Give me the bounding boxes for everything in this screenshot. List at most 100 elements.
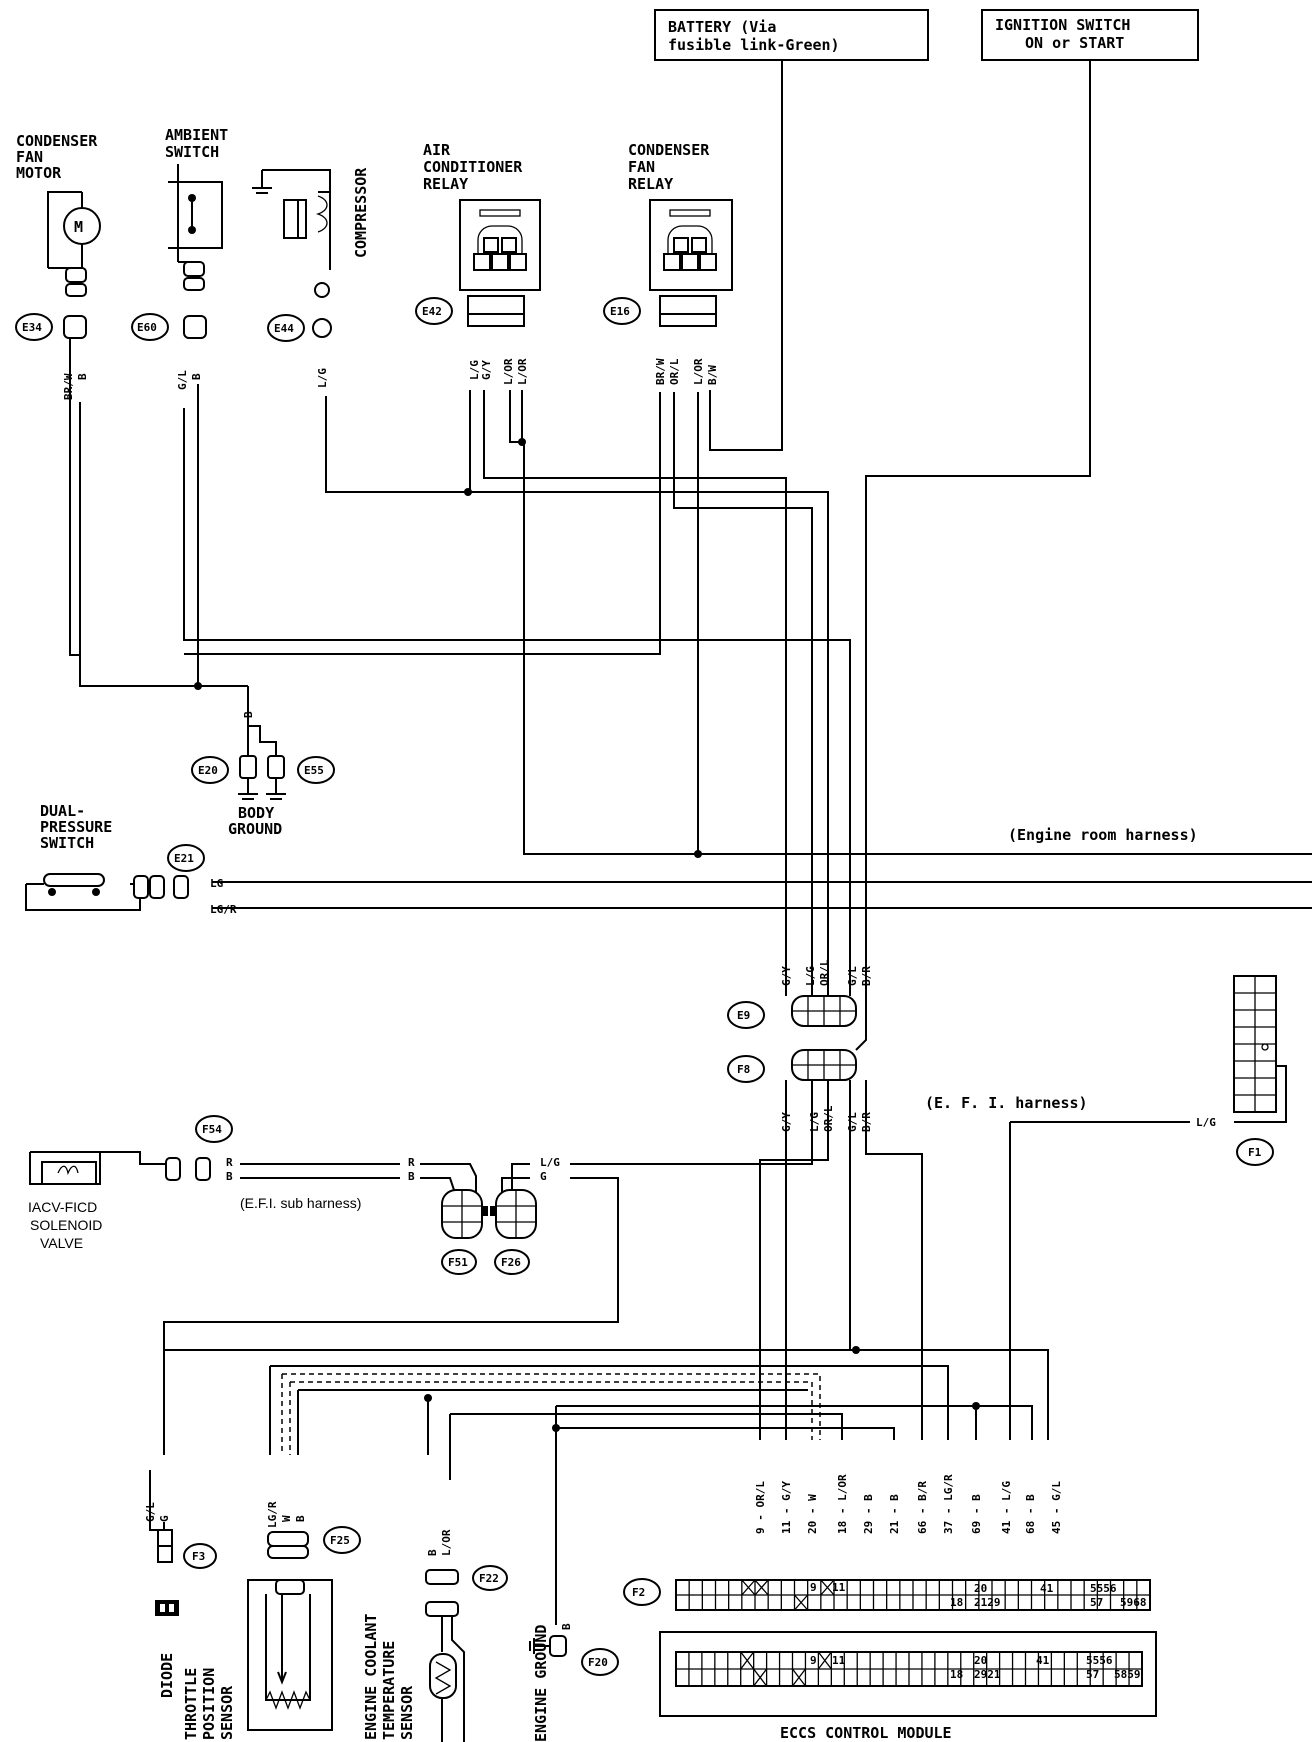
wire-f22-1: B (426, 1549, 439, 1556)
svg-text:ON or START: ON or START (1025, 34, 1124, 52)
connector-f51: F51 (441, 1189, 488, 1275)
wire-labels-e9: G/Y L/G OR/L G/L B/R (780, 959, 873, 986)
svg-text:20 - W: 20 - W (806, 1494, 819, 1534)
f2-pin-57: 57 (1090, 1596, 1103, 1609)
coolant-sensor (429, 1616, 465, 1742)
condenser-fan-motor: M (47, 191, 101, 297)
svg-text:CONDENSER: CONDENSER (628, 141, 710, 159)
wire-e44: L/G (316, 368, 329, 388)
ambient-switch-label: AMBIENT SWITCH (165, 126, 228, 161)
ground-wire-label: B (242, 711, 255, 718)
wire-e42-3: L/OR (502, 358, 515, 385)
svg-text:F3: F3 (192, 1550, 205, 1563)
f2-pin-2129: 2129 (974, 1596, 1001, 1609)
svg-text:FAN: FAN (16, 148, 43, 166)
svg-text:CONDITIONER: CONDITIONER (423, 158, 523, 176)
svg-text:SOLENOID: SOLENOID (30, 1217, 102, 1233)
wire-f22-2: L/OR (440, 1529, 453, 1556)
connector-e44: E44 (267, 314, 332, 342)
svg-text:45 - G/L: 45 - G/L (1050, 1481, 1063, 1534)
ambient-switch (168, 164, 223, 291)
svg-text:POSITION: POSITION (200, 1668, 218, 1740)
wire-e21-lgr: LG/R (210, 903, 237, 916)
f2-pin-20: 20 (974, 1582, 987, 1595)
dual-pressure-switch-label: DUAL- PRESSURE SWITCH (40, 802, 112, 852)
svg-text:IACV-FICD: IACV-FICD (28, 1199, 97, 1215)
svg-text:AIR: AIR (423, 141, 451, 159)
dual-pressure-switch (25, 873, 165, 911)
svg-text:F20: F20 (588, 1656, 608, 1669)
condenser-fan-relay-label: CONDENSER FAN RELAY (628, 141, 710, 193)
svg-text:MOTOR: MOTOR (16, 164, 62, 182)
svg-text:9 - OR/L: 9 - OR/L (754, 1481, 767, 1534)
svg-text:SWITCH: SWITCH (165, 143, 219, 161)
connector-e16: E16 (603, 295, 717, 327)
wire-labels-f8: G/Y L/G OR/L G/L B/R (780, 1105, 873, 1132)
eccs-pin-9: 9 (810, 1654, 817, 1667)
svg-text:IGNITION SWITCH: IGNITION SWITCH (995, 16, 1130, 34)
wire-f20: B (560, 1623, 573, 1630)
svg-text:29 - B: 29 - B (862, 1494, 875, 1534)
svg-text:F26: F26 (501, 1256, 521, 1269)
engine-room-harness-label: (Engine room harness) (1008, 826, 1198, 844)
svg-text:F2: F2 (632, 1586, 645, 1599)
wire-e34-1: BR/W (62, 373, 75, 400)
wire-sub-right-lg: L/G (540, 1156, 560, 1169)
eccs-pin-labels: 9 - OR/L 11 - G/Y 20 - W 18 - L/OR 29 - … (754, 1474, 1063, 1534)
efi-sub-harness-label: (E.F.I. sub harness) (240, 1195, 361, 1211)
wire-e60-1: G/L (176, 370, 189, 390)
wire-e16-2: OR/L (668, 358, 681, 385)
wire-e60-2: B (190, 373, 203, 380)
eccs-pin-20: 20 (974, 1654, 987, 1667)
compressor-symbol (252, 169, 331, 298)
body-ground-label: BODY GROUND (228, 804, 282, 838)
svg-text:VALVE: VALVE (40, 1235, 83, 1251)
svg-text:ENGINE COOLANT: ENGINE COOLANT (362, 1614, 380, 1740)
wiring-sub-harness (163, 1110, 813, 1455)
wire-e21-lg: LG (210, 877, 224, 890)
wiring-top (69, 60, 1312, 930)
connector-f25: F25 (267, 1526, 361, 1559)
eccs-pin-11: 11 (832, 1654, 846, 1667)
svg-text:fusible link-Green): fusible link-Green) (668, 36, 840, 54)
svg-text:F22: F22 (479, 1572, 499, 1585)
connector-e42: E42 (415, 295, 525, 327)
svg-text:SWITCH: SWITCH (40, 834, 94, 852)
svg-text:GROUND: GROUND (228, 820, 282, 838)
svg-text:F25: F25 (330, 1534, 350, 1547)
connector-f22: F22 (425, 1565, 508, 1617)
svg-text:CONDENSER: CONDENSER (16, 132, 98, 150)
engine-ground-label: ENGINE GROUND (532, 1625, 550, 1742)
wiring-e9-f8 (785, 930, 867, 1120)
connector-e55: E55 (297, 756, 335, 784)
svg-text:FAN: FAN (628, 158, 655, 176)
f2-pin-5968: 5968 (1120, 1596, 1147, 1609)
ignition-switch-box: IGNITION SWITCH ON or START (981, 9, 1199, 61)
connector-f8: F8 (727, 1049, 857, 1083)
wire-sub-mid-b: B (408, 1170, 415, 1183)
condenser-fan-relay (649, 199, 733, 291)
svg-text:E9: E9 (737, 1009, 750, 1022)
connector-e34: E34 (15, 313, 87, 341)
svg-text:68 - B: 68 - B (1024, 1494, 1037, 1534)
svg-text:TEMPERATURE: TEMPERATURE (380, 1641, 398, 1740)
eccs-label: ECCS CONTROL MODULE (780, 1724, 952, 1742)
svg-text:E60: E60 (137, 321, 157, 334)
eccs-pin-5859: 5859 (1114, 1668, 1141, 1681)
wire-e34-2: B (76, 373, 89, 380)
eccs-pin-57: 57 (1086, 1668, 1099, 1681)
wire-e42-2: G/Y (480, 360, 493, 380)
wire-f25-3: B (294, 1515, 307, 1522)
connector-f1: F1 (1233, 975, 1287, 1166)
eccs-pin-2921: 2921 (974, 1668, 1001, 1681)
compressor-label: COMPRESSOR (352, 167, 370, 258)
svg-text:41 - L/G: 41 - L/G (1000, 1481, 1013, 1534)
f2-pin-5556: 5556 (1090, 1582, 1117, 1595)
connector-e9: E9 (727, 995, 857, 1029)
svg-text:BATTERY (Via: BATTERY (Via (668, 18, 776, 36)
f2-pin-11: 11 (832, 1581, 846, 1594)
svg-text:G/L: G/L (846, 966, 859, 986)
svg-text:SENSOR: SENSOR (218, 1685, 236, 1740)
svg-text:66 - B/R: 66 - B/R (916, 1481, 929, 1534)
iacv-solenoid (29, 1151, 166, 1185)
